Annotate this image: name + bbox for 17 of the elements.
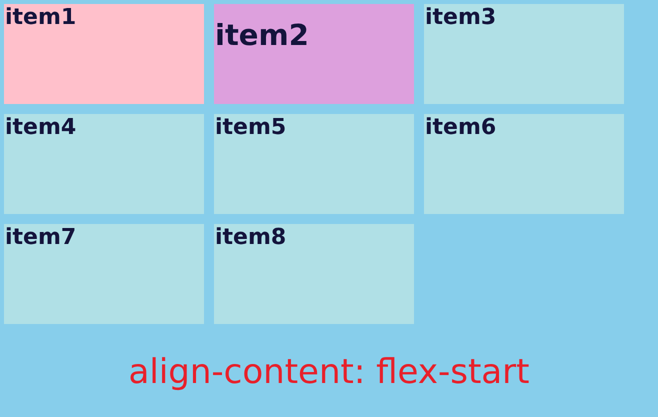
item-label: item8 — [215, 226, 286, 250]
item-label: item1 — [5, 6, 76, 30]
flex-item-box — [424, 114, 624, 214]
item-label: item3 — [425, 6, 496, 30]
flex-item-box — [214, 114, 414, 214]
flex-item-box — [424, 4, 624, 104]
item-label: item6 — [425, 116, 496, 140]
flex-item-box — [4, 114, 204, 214]
item-label: item2 — [215, 20, 309, 52]
flex-item-box — [4, 224, 204, 324]
flex-item-box — [214, 224, 414, 324]
item-label: item7 — [5, 226, 76, 250]
flex-item-box — [4, 4, 204, 104]
caption: align-content: flex-start — [128, 352, 530, 392]
item-label: item4 — [5, 116, 76, 140]
item-label: item5 — [215, 116, 286, 140]
flex-item-box — [214, 4, 414, 104]
